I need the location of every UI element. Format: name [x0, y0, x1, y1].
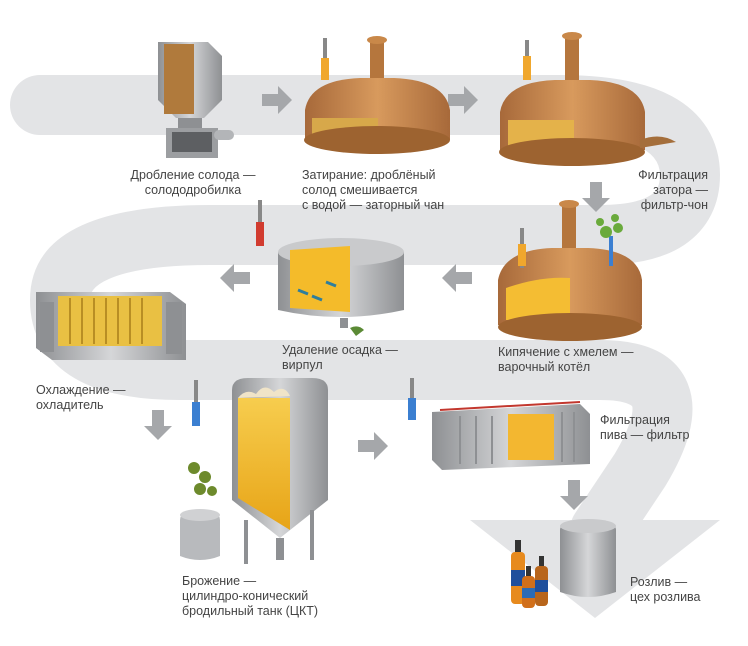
caption-line: цех розлива — [630, 590, 701, 604]
caption-mashing: Затирание: дроблёный солод смешивается с… — [302, 168, 492, 213]
caption-line: охладитель — [36, 398, 104, 412]
caption-whirlpool: Удаление осадка — вирпул — [282, 343, 442, 373]
beer-bottle-icon-1 — [511, 540, 525, 604]
caption-lautering: Фильтрация затора — фильтр-чон — [610, 168, 708, 213]
malt-mill-illustration — [158, 42, 234, 158]
caption-cooling: Охлаждение — охладитель — [36, 383, 176, 413]
process-flow-path — [10, 75, 720, 560]
caption-milling: Дробление солода — солододробилка — [108, 168, 278, 198]
beer-filter-illustration — [432, 401, 590, 470]
caption-line: Розлив — — [630, 575, 688, 589]
hop-plant-icon — [596, 214, 623, 266]
arrow-right-3 — [358, 432, 388, 460]
caption-line: с водой — заторный чан — [302, 198, 445, 212]
beer-bottle-icon-3 — [522, 566, 535, 608]
caption-line: затора — — [653, 183, 708, 197]
caption-line: Удаление осадка — — [282, 343, 398, 357]
caption-line: Кипячение с хмелем — — [498, 345, 634, 359]
arrow-right-1 — [262, 86, 292, 114]
caption-line: Затирание: дроблёный — [302, 168, 436, 182]
arrow-down-1 — [582, 182, 610, 212]
whirlpool-illustration — [256, 200, 404, 336]
caption-filtration: Фильтрация пива — фильтр — [600, 413, 720, 443]
caption-line: бродильный танк (ЦКТ) — [182, 604, 319, 618]
arrow-left-1 — [442, 264, 472, 292]
arrow-left-2 — [220, 264, 250, 292]
hops-cluster-icon — [188, 462, 217, 496]
arrow-right-2 — [448, 86, 478, 114]
caption-line: Фильтрация — [638, 168, 708, 182]
caption-line: фильтр-чон — [640, 198, 708, 212]
caption-bottling: Розлив — цех розлива — [630, 575, 740, 605]
caption-line: Фильтрация — [600, 413, 670, 427]
lauter-tun-illustration — [499, 32, 676, 166]
caption-line: вирпул — [282, 358, 323, 372]
caption-line: пива — фильтр — [600, 428, 690, 442]
cooler-illustration — [36, 292, 200, 426]
caption-line: Брожение — — [182, 574, 257, 588]
mash-tun-illustration — [304, 36, 450, 154]
step-arrows — [144, 86, 610, 510]
beer-bottle-icon-2 — [535, 556, 548, 606]
caption-fermentation: Брожение — цилиндро-конический бродильны… — [182, 574, 382, 619]
caption-line: Охлаждение — — [36, 383, 126, 397]
bottling-illustration — [511, 519, 616, 608]
fermentation-tank-illustration — [180, 378, 416, 564]
arrow-down-3 — [560, 480, 588, 510]
yeast-container-icon — [180, 509, 220, 560]
caption-line: солододробилка — [144, 183, 242, 197]
brew-kettle-illustration — [498, 200, 642, 341]
caption-boiling: Кипячение с хмелем — варочный котёл — [498, 345, 688, 375]
caption-line: цилиндро-конический — [182, 589, 309, 603]
caption-line: варочный котёл — [498, 360, 591, 374]
caption-line: солод смешивается — [302, 183, 418, 197]
arrow-down-2 — [144, 410, 172, 440]
caption-line: Дробление солода — — [130, 168, 256, 182]
